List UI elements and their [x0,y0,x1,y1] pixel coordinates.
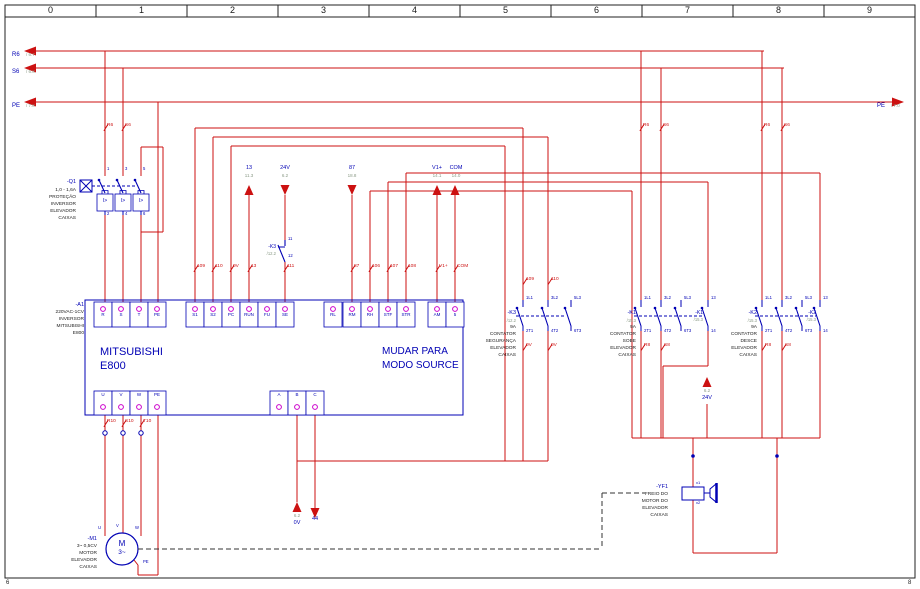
contact-blade [654,307,662,327]
arrow-pe-left-icon [24,97,36,107]
q1-thermal-notch [137,190,145,194]
terminal-box-bottom [111,390,131,416]
contactor-contact-blades [96,178,821,331]
terminal-dot-icon [192,306,198,312]
q1-thermal-notch [119,190,127,194]
terminal-box-top [342,301,362,328]
terminal-box-bottom [129,390,149,416]
terminal-dot-icon [246,306,252,312]
terminal-dot-icon [228,306,234,312]
junction-dot-2 [775,454,779,458]
terminal-box-top [221,301,241,328]
q1-overload-box [132,193,150,212]
terminal-box-top [396,301,416,328]
arrow-r6-left-icon [24,46,36,56]
terminal-dot-icon [367,306,373,312]
terminal-dot-icon [330,306,336,312]
terminal-dot-icon [434,306,440,312]
terminal-dot-icon [349,306,355,312]
mechanical-link-dashed [138,492,645,550]
arrow-com-icon [450,185,460,195]
terminal-dot-icon [282,306,288,312]
terminal-dot-icon [154,404,160,410]
contact-blade [775,307,783,327]
terminal-box-top [445,301,465,328]
terminal-box-top [378,301,398,328]
q1-overload-box [96,193,114,212]
inverter-terminal-blocks [93,301,465,416]
terminal-dot-icon [264,306,270,312]
terminal-dot-icon [136,306,142,312]
terminal-dot-icon [385,306,391,312]
wire-network [35,50,903,576]
power-and-control-wires [35,50,903,576]
arrow-v1p-icon [432,185,442,195]
terminal-box-top [323,301,343,328]
contact-blade [674,307,682,327]
contact-blade [634,307,642,327]
contact-blade [564,307,572,327]
terminal-box-top [147,301,167,328]
terminal-dot-icon [276,404,282,410]
terminal-box-top [203,301,223,328]
terminal-dot-icon [136,404,142,410]
arrow-24v-mid-icon [702,377,712,387]
terminal-box-top [239,301,259,328]
contact-blade [541,307,549,327]
terminal-box-bottom [147,390,167,416]
brake-coil-symbol [681,482,718,504]
terminal-box-top [427,301,447,328]
terminal-dot-icon [210,306,216,312]
arrow-87-icon [347,185,357,195]
terminal-dot-icon [294,404,300,410]
q1-handle-icon [79,179,93,193]
terminal-dot-icon [452,306,458,312]
q1-thermal-notch [101,190,109,194]
terminal-dot-icon [118,306,124,312]
arrow-0v-icon [292,502,302,512]
contact-blade [795,307,803,327]
terminal-dot-icon [312,404,318,410]
terminal-box-bottom [305,390,325,416]
flow-arrows [24,46,904,518]
contact-blade [516,307,524,327]
terminal-box-top [185,301,205,328]
drawing-frame [4,4,916,579]
terminal-box-top [257,301,277,328]
terminal-dot-icon [154,306,160,312]
terminal-box-top [129,301,149,328]
terminal-box-top [275,301,295,328]
motor-cable-connectors [102,430,144,436]
terminal-box-top [93,301,113,328]
junction-dot-1 [691,454,695,458]
arrow-pe-right-icon [892,97,904,107]
terminal-box-bottom [93,390,113,416]
terminal-dot-icon [403,306,409,312]
terminal-box-top [111,301,131,328]
q1-overload-box [114,193,132,212]
arrow-13-icon [244,185,254,195]
arrow-s6-left-icon [24,63,36,73]
terminal-box-top [360,301,380,328]
k3-nc-contact [277,240,286,263]
arrow-24v-icon [280,185,290,195]
contact-blade [813,307,821,327]
motor-symbol [105,532,139,566]
terminal-box-bottom [269,390,289,416]
contact-linkage-dashes [92,185,816,317]
contact-blade [755,307,763,327]
terminal-dot-icon [118,404,124,410]
contact-blade [701,307,709,327]
terminal-box-bottom [287,390,307,416]
arrow-44-icon [310,508,320,518]
terminal-dot-icon [100,306,106,312]
component-symbols [79,179,816,566]
terminal-dot-icon [100,404,106,410]
